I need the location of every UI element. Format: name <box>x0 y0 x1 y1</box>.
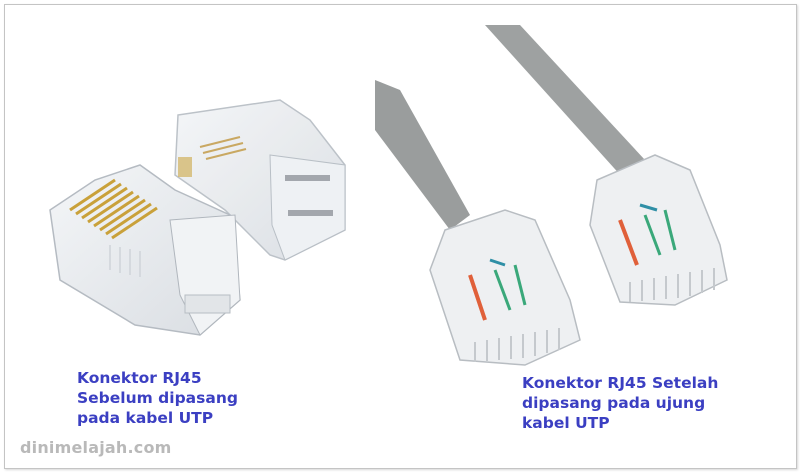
left-caption: Konektor RJ45 Sebelum dipasang pada kabe… <box>77 368 238 428</box>
right-caption-line-1: Konektor RJ45 Setelah <box>522 374 719 392</box>
left-caption-line-2: Sebelum dipasang <box>77 389 238 407</box>
rj45-loose-connectors-image <box>49 99 346 336</box>
utp-cable-crimped-photo <box>375 20 775 370</box>
right-caption-line-3: kabel UTP <box>522 414 610 432</box>
site-watermark: dinimelajah.com <box>20 438 172 457</box>
utp-cable-crimped-image <box>375 25 728 366</box>
left-caption-line-3: pada kabel UTP <box>77 409 214 427</box>
right-caption: Konektor RJ45 Setelah dipasang pada ujun… <box>522 373 718 433</box>
rj45-loose-connectors-photo <box>40 95 370 345</box>
left-caption-line-1: Konektor RJ45 <box>77 369 202 387</box>
right-caption-line-2: dipasang pada ujung <box>522 394 706 412</box>
